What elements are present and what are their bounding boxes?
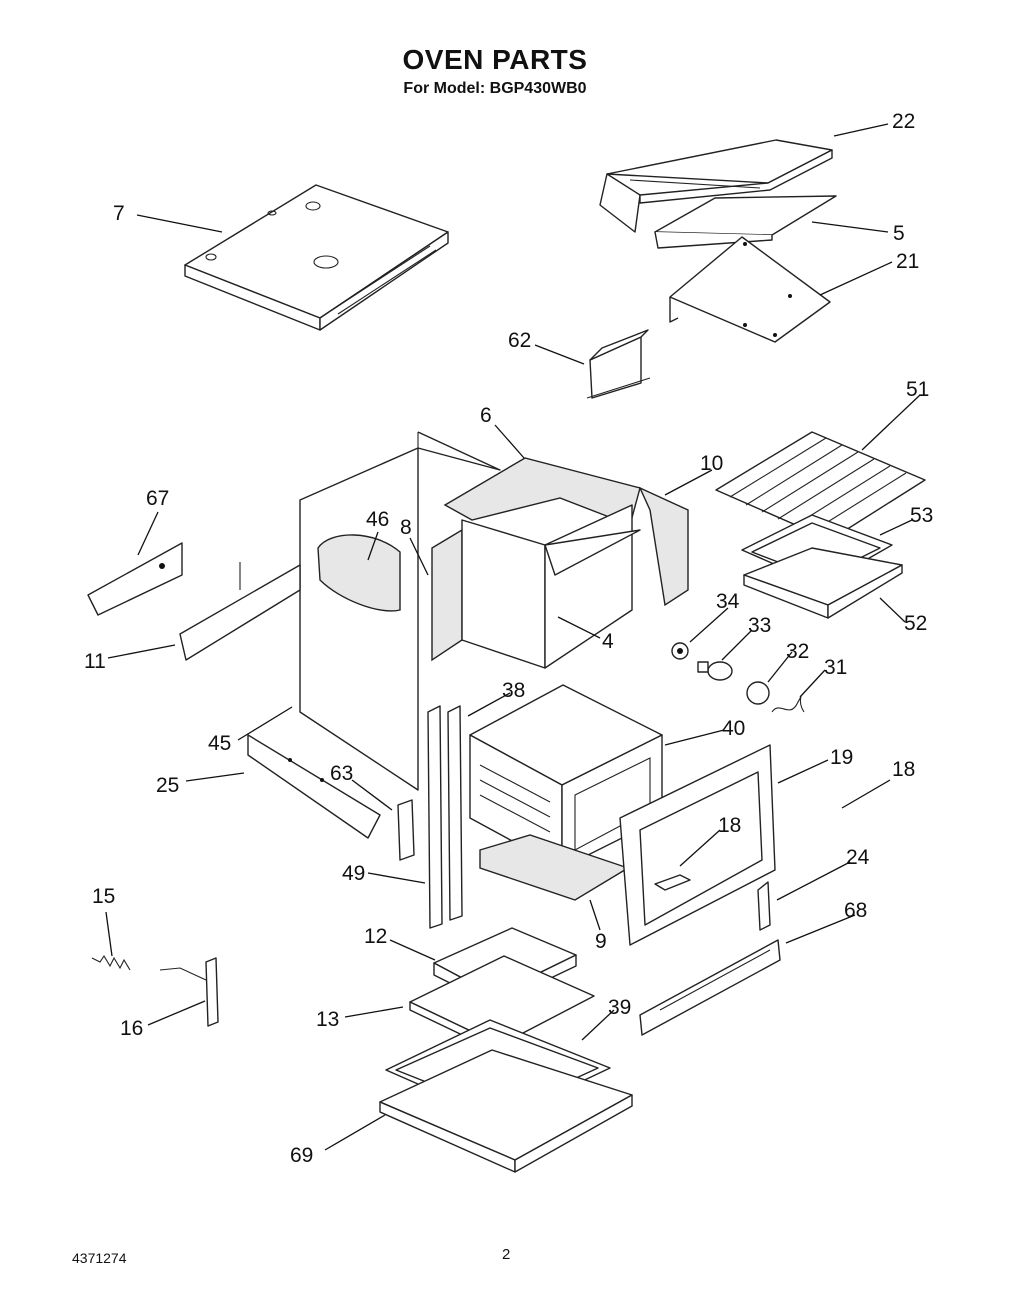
- part-31-wire: [771, 696, 805, 713]
- part-25-channel: [247, 734, 381, 839]
- part-15-spring: [91, 954, 131, 971]
- part-67-bracket: [87, 542, 183, 616]
- part-68-vent-trim: [639, 939, 781, 1036]
- callout-38: 38: [502, 679, 525, 702]
- part-9-bottom-insulation: [479, 834, 630, 901]
- part-10-insulation-side: [638, 486, 689, 607]
- callout-9: 9: [595, 930, 607, 953]
- callout-7: 7: [113, 202, 125, 225]
- callout-19: 19: [830, 746, 853, 769]
- callout-15: 15: [92, 885, 115, 908]
- callout-46: 46: [366, 508, 389, 531]
- part-8-insulation-left: [431, 528, 463, 662]
- callout-16: 16: [120, 1017, 143, 1040]
- part-5-bracket: [654, 195, 837, 249]
- callout-39: 39: [608, 996, 631, 1019]
- part-24-spacer: [757, 881, 771, 931]
- callout-49: 49: [342, 862, 365, 885]
- part-52-broiler-pan: [743, 547, 903, 619]
- callout-22: 22: [892, 110, 915, 133]
- callout-40: 40: [722, 717, 745, 740]
- part-11-bracket: [179, 562, 301, 661]
- leader-lines: [105, 123, 921, 1151]
- part-34-lamp-socket: [671, 642, 689, 660]
- callout-52: 52: [904, 612, 927, 635]
- callout-69: 69: [290, 1144, 313, 1167]
- callout-32: 32: [786, 640, 809, 663]
- callout-34: 34: [716, 590, 740, 613]
- part-45-side-panel: [299, 431, 501, 791]
- callout-18-door: 18: [718, 814, 741, 837]
- callout-67: 67: [146, 487, 169, 510]
- part-7-top-panel: [184, 184, 449, 331]
- part-19-door-frame: [619, 744, 776, 946]
- part-62-vent-box: [586, 329, 651, 399]
- model-subtitle: For Model: BGP430WB0: [403, 80, 587, 97]
- callout-53: 53: [910, 504, 933, 527]
- part-63-clip: [397, 799, 415, 861]
- part-49-strip: [427, 705, 443, 929]
- callout-12: 12: [364, 925, 387, 948]
- callout-63: 63: [330, 762, 353, 785]
- callout-8: 8: [400, 516, 412, 539]
- callout-62: 62: [508, 329, 531, 352]
- part-22-shield: [599, 139, 833, 233]
- callout-13: 13: [316, 1008, 339, 1031]
- callout-18-right: 18: [892, 758, 915, 781]
- callout-33: 33: [748, 614, 771, 637]
- callout-31: 31: [824, 656, 847, 679]
- callout-11: 11: [84, 650, 106, 673]
- callout-25: 25: [156, 774, 179, 797]
- part-69-drawer-bottom: [379, 1049, 633, 1173]
- callout-labels: 7 22 5 21 62 6 10 51 67 46 8 53 4 34 33 …: [84, 110, 933, 1167]
- callout-5: 5: [893, 222, 905, 245]
- document-number: 4371274: [72, 1250, 127, 1266]
- callout-45: 45: [208, 732, 231, 755]
- callout-51: 51: [906, 378, 929, 401]
- part-16-hinge: [159, 957, 219, 1027]
- callout-24: 24: [846, 846, 870, 869]
- page-title: OVEN PARTS: [402, 44, 588, 75]
- part-33-bulb: [697, 661, 733, 681]
- page-number: 2: [502, 1246, 511, 1263]
- part-32-lens: [746, 681, 770, 705]
- part-21-plate: [669, 236, 831, 343]
- callout-10: 10: [700, 452, 723, 475]
- callout-21: 21: [896, 250, 919, 273]
- callout-68: 68: [844, 899, 867, 922]
- part-38-strip: [447, 705, 463, 921]
- part-4-inner-wall: [461, 504, 641, 669]
- callout-6: 6: [480, 404, 492, 427]
- callout-4: 4: [602, 630, 614, 653]
